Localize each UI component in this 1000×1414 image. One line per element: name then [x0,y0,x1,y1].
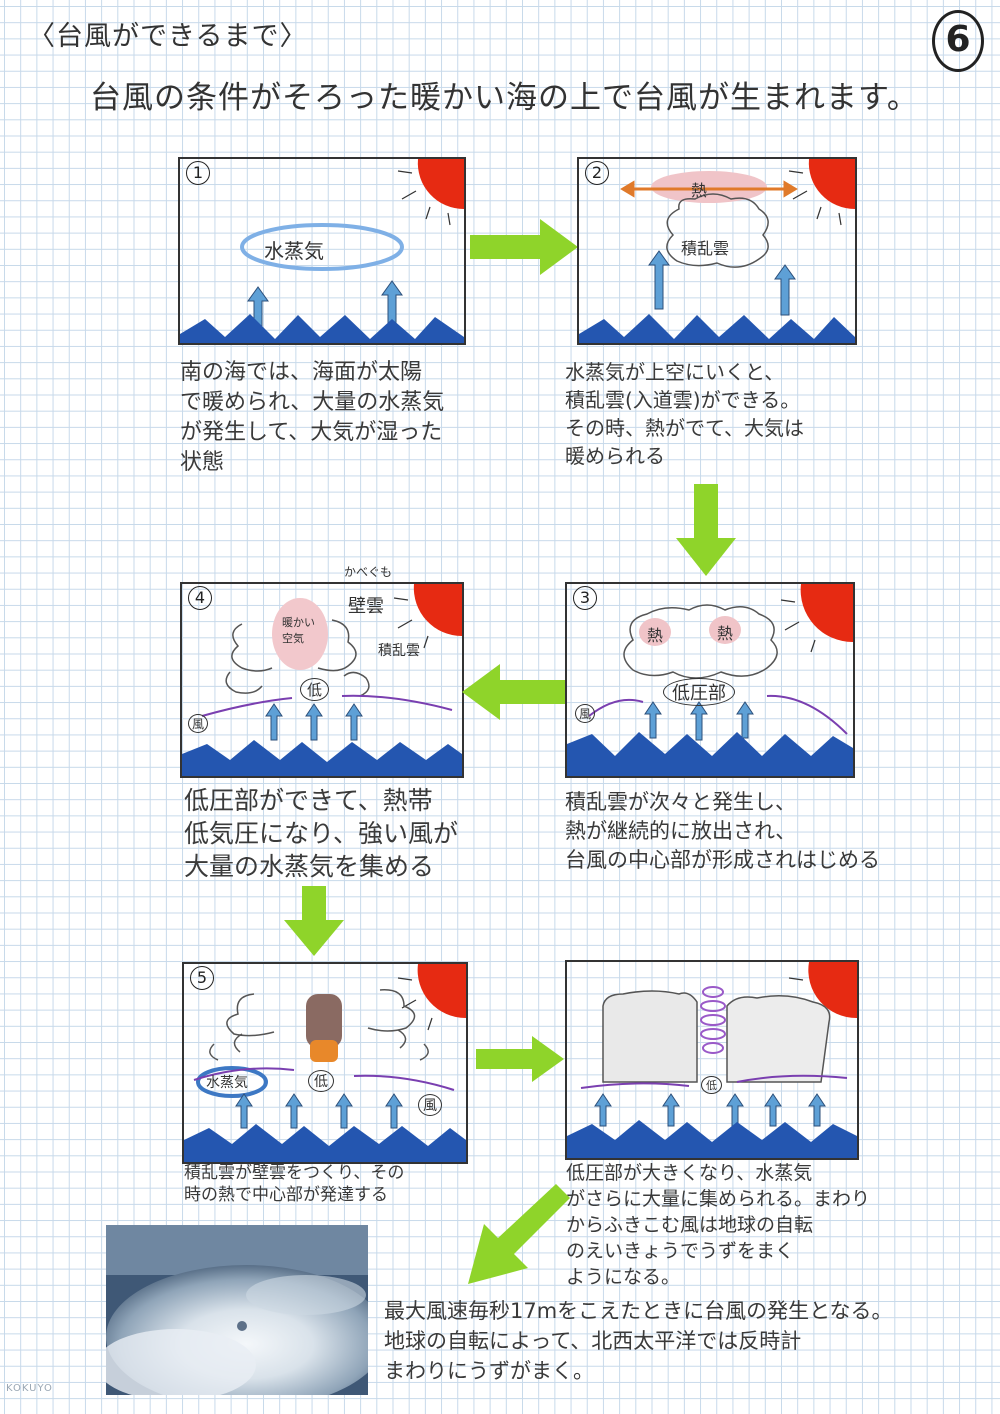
wind-label: 風 [188,714,209,733]
rising-vapor-arrow-icon [594,1093,826,1127]
warm-air-label: 暖かい空気 [282,616,315,645]
sun-rays-icon [397,170,451,226]
panel-6: 低 [565,960,859,1160]
panel-5-drawing [184,964,466,1162]
panel-5-number: 5 [190,966,214,990]
heat-icon [639,618,671,646]
heat-label-left: 熱 [647,626,664,645]
sun-icon [808,962,857,1019]
eyewall-cloud-icon [602,990,698,1083]
sun-icon [808,159,855,210]
sun-rays-icon [780,599,816,653]
sun-icon [417,964,466,1019]
page-title: 〈台風ができるまで〉 [28,21,308,52]
panel-4: 4 暖かい空気 壁雲 積乱雲 低 風 [180,582,464,778]
page-number-badge: 6 [932,10,984,72]
sea-waves [182,740,462,776]
sun-icon [417,159,464,210]
panel-6-caption: 低圧部が大きくなり、水蒸気 がさらに大量に集められる。まわり からふきこむ風は地… [566,1162,871,1288]
rising-vapor-arrow-icon [247,280,403,332]
rising-vapor-arrow-icon [648,250,796,316]
panel-3: 3 熱 熱 低圧部 風 [565,582,855,778]
typhoon-satellite-photo [106,1225,368,1395]
water-vapor-label: 水蒸気 [264,239,324,263]
eye-column-icon [306,994,342,1048]
sun-icon [800,584,853,643]
eyewall-label: 壁雲 [348,596,384,617]
panel-1-drawing [180,159,464,343]
cumulonimbus-cloud-icon [666,193,769,268]
cumulonimbus-cloud-icon [623,604,778,679]
low-pressure-label: 低圧部 [663,678,735,706]
panel-2: 2 熱 積乱雲 [577,157,857,345]
sun-rays-icon [788,170,842,226]
wind-label: 風 [418,1094,442,1116]
heat-icon [651,171,767,203]
panel-1-number: 1 [186,161,210,185]
low-pressure-label: 低 [300,678,330,701]
panel-3-drawing [567,584,853,776]
water-vapor-cloud-icon [196,1066,268,1098]
low-pressure-label: 低 [701,1076,722,1094]
panel-3-caption: 積乱雲が次々と発生し、 熱が継続的に放出され、 台風の中心部が形成されはじめる [565,790,880,872]
footer-caption: 最大風速毎秒17mをこえたときに台風の発生となる。 地球の自転によって、北西太平… [384,1299,893,1383]
wind-arrow-icon [201,694,453,717]
low-pressure-label: 低 [308,1070,334,1092]
sun-icon [413,584,462,637]
rising-vapor-arrow-icon [644,701,754,741]
arrow-down-icon [676,484,736,576]
sea-waves [579,314,855,343]
panel-2-caption: 水蒸気が上空にいくと、 積乱雲(入道雲)ができる。 その時、熱がでて、大気は 暖… [565,360,804,468]
sea-waves [567,1120,857,1158]
panel-4-caption: 低圧部ができて、熱帯 低気圧になり、強い風が 大量の水蒸気を集める [184,786,459,881]
panel-3-number: 3 [573,586,597,610]
arrow-right-icon [476,1036,564,1082]
arrow-right-icon [470,219,578,275]
page-subtitle: 台風の条件がそろった暖かい海の上で台風が生まれます。 [90,80,919,116]
warm-air-icon [272,598,328,670]
wind-arrow-icon [193,1067,455,1091]
water-vapor-cloud-icon [240,223,404,271]
arrow-left-icon [462,664,566,720]
panel-1: 1 水蒸気 [178,157,466,345]
wind-label: 風 [575,704,596,723]
rising-vapor-arrow-icon [265,703,363,741]
cumulonimbus-label: 積乱雲 [681,239,730,258]
eyewall-cloud-icon [231,619,357,672]
panel-1-caption: 南の海では、海面が太陽 で暖められ、大量の水蒸気 が発生して、大気が湿った 状態 [180,360,445,475]
cumulonimbus-cloud-icon [225,671,370,697]
arrow-down-icon [284,886,344,956]
cumulonimbus-label: 積乱雲 [378,643,420,659]
wind-arrow-icon [580,1074,848,1089]
sea-waves [184,1124,466,1162]
panel-4-number: 4 [188,586,212,610]
cumulonimbus-cloud-icon [209,1029,429,1061]
panel-5-caption: 積乱雲が壁雲をつくり、その 時の熱で中心部が発達する [184,1163,405,1205]
heat-icon [709,616,741,644]
sea-waves [567,732,853,776]
panel-5: 5 水蒸気 低 風 [182,962,468,1164]
heat-label-right: 熱 [717,624,734,643]
brand-mark: KOKUYO [6,1383,53,1394]
sea-waves [180,314,464,343]
typhoon-image [106,1225,368,1395]
heat-spread-arrow-icon [620,180,798,198]
panel-4-drawing [182,584,462,776]
eyewall-cloud-icon [726,995,831,1083]
panel-6-drawing [567,962,857,1158]
rising-vapor-arrow-icon [235,1093,403,1129]
panel-2-number: 2 [585,161,609,185]
heat-core-icon [310,1040,338,1062]
spiral-updraft-icon [700,986,726,1054]
panel-2-drawing [579,159,855,343]
sun-rays-icon [393,597,429,649]
arrow-down-left-icon [468,1184,570,1284]
heat-label: 熱 [691,181,708,200]
eyewall-reading: かべぐも [344,565,393,579]
water-vapor-label: 水蒸気 [206,1075,248,1091]
eyewall-cloud-icon [226,989,416,1037]
